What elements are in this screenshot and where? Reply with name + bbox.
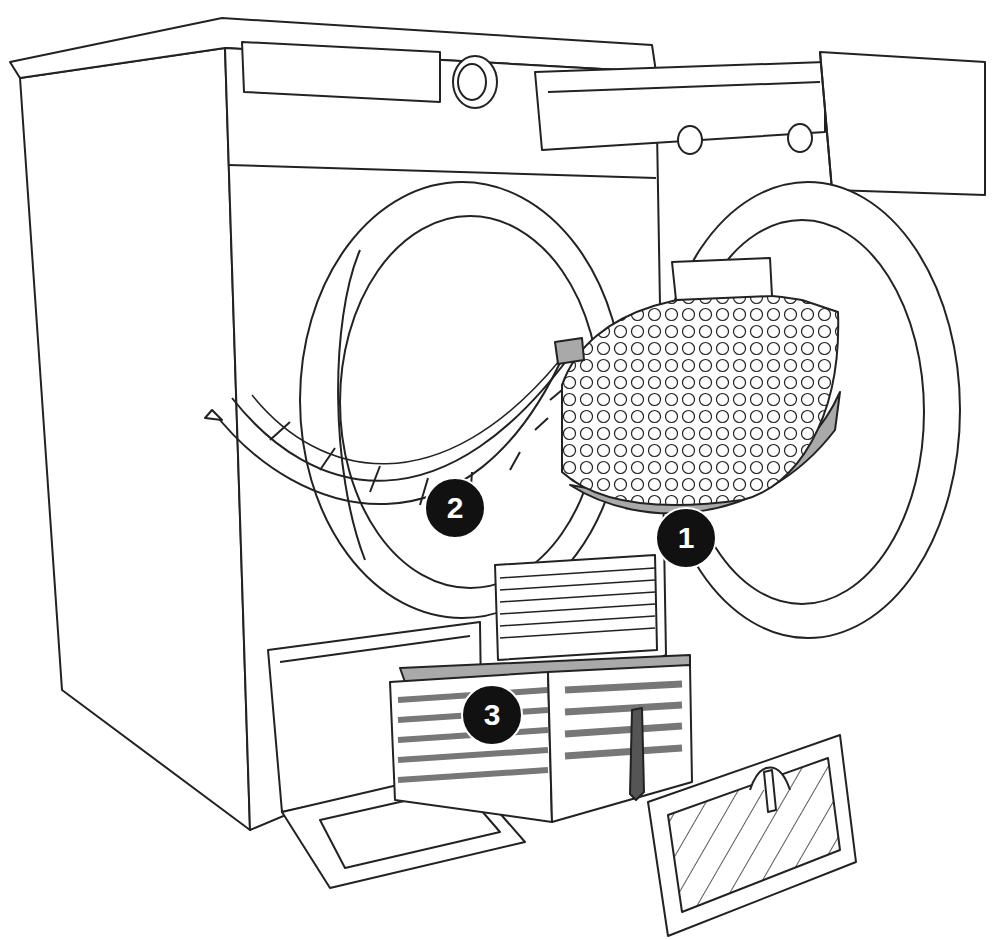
callout-number: 1	[655, 507, 717, 569]
callout-number: 3	[461, 684, 523, 746]
callout-number: 2	[424, 477, 486, 539]
